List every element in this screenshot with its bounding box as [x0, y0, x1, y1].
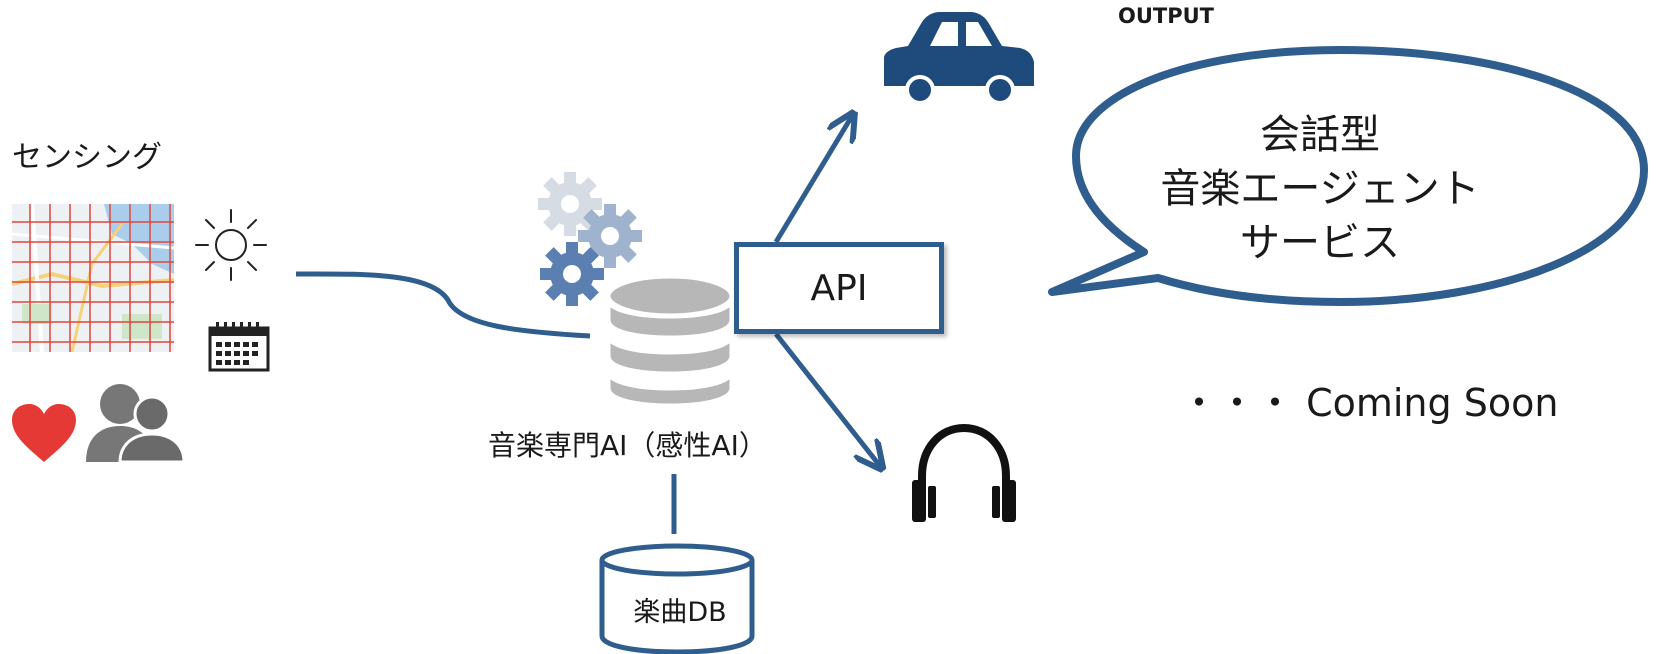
gears-icon [538, 172, 642, 306]
api-box: API [734, 242, 944, 334]
sensing-to-ai-connector [295, 271, 591, 339]
core-ai-label: 音楽専門AI（感性AI） [488, 429, 767, 462]
music-db-cylinder [599, 543, 755, 654]
database-icon [605, 273, 735, 409]
car-icon [884, 12, 1034, 104]
bubble-text: 会話型 音楽エージェント サービス [1110, 108, 1530, 270]
sensing-label: センシング [12, 140, 162, 175]
headphones-icon [912, 423, 1016, 522]
bubble-line-1: 会話型 [1260, 112, 1380, 158]
speech-bubble [1048, 46, 1648, 306]
people-icon [86, 384, 186, 462]
bubble-line-3: サービス [1240, 220, 1400, 266]
api-to-headphones-arrow [774, 332, 880, 466]
sun-icon [195, 209, 267, 281]
heart-icon [12, 404, 76, 462]
map-icon [12, 204, 174, 352]
api-to-car-arrow [773, 116, 852, 244]
calendar-icon [208, 322, 270, 372]
api-label: API [810, 267, 868, 309]
music-db-label: 楽曲DB [633, 597, 727, 628]
output-label: OUTPUT [1118, 4, 1214, 28]
coming-soon-text: ・・・ Coming Soon [1180, 381, 1559, 425]
bubble-line-2: 音楽エージェント [1160, 166, 1480, 212]
